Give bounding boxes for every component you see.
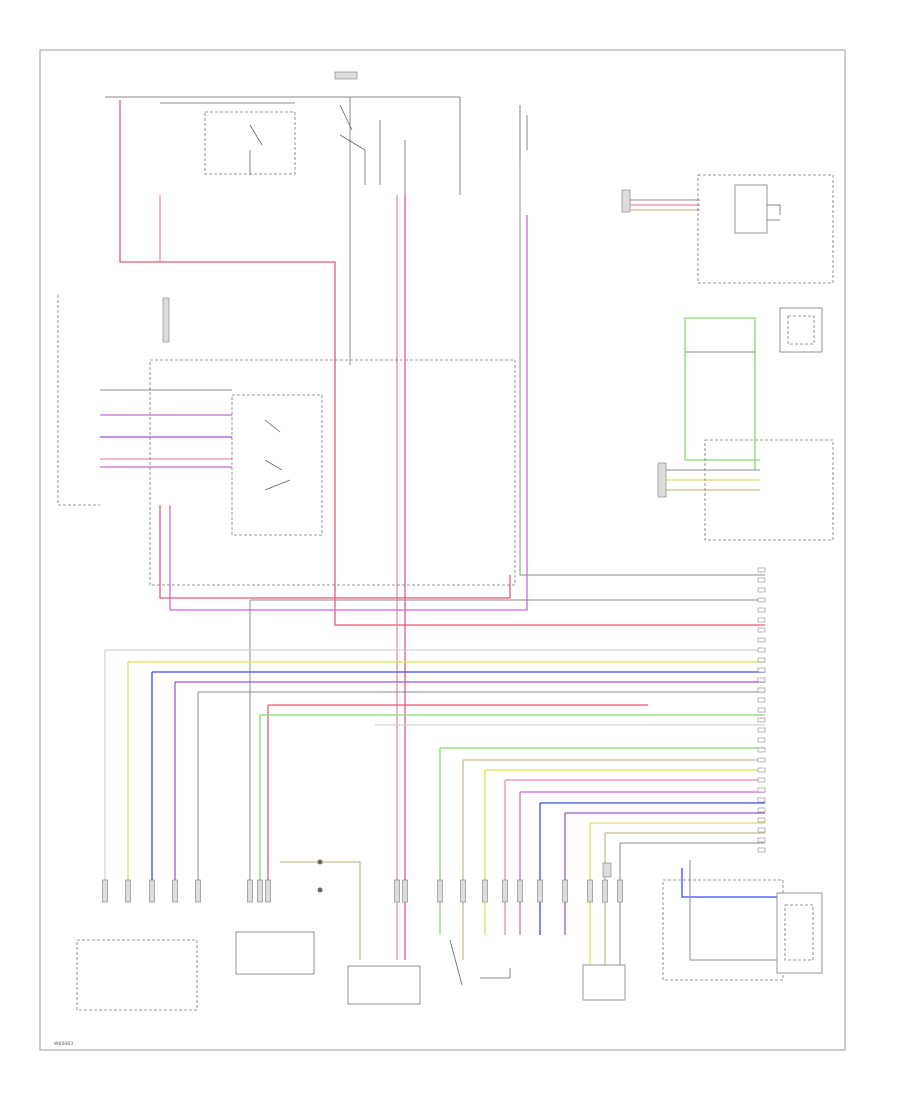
right-connector-pin <box>757 607 766 613</box>
transmission-module-box <box>704 439 834 541</box>
cluster-indicator <box>767 204 781 221</box>
right-connector-pin <box>757 717 766 723</box>
cruise-switch-contacts <box>264 419 291 491</box>
right-connector-pin <box>757 837 766 843</box>
bottom-components-group <box>76 859 823 1011</box>
clutch-sensor-box <box>347 965 421 1005</box>
ground-node-2 <box>317 887 323 893</box>
sensor-element <box>787 315 815 345</box>
engine-speed-sensor-box <box>582 964 626 1001</box>
right-connector-pin <box>757 577 766 583</box>
bottom-connector <box>537 879 543 903</box>
fuse-right-link <box>519 105 528 165</box>
accelerator-pedal-box <box>76 939 198 1011</box>
power-connector <box>334 71 358 80</box>
fuse-link <box>379 120 406 195</box>
right-connector-pin <box>757 747 766 753</box>
bottom-connector <box>437 879 443 903</box>
right-connector-pin <box>757 737 766 743</box>
bottom-connector <box>394 879 400 903</box>
bottom-connector <box>265 879 271 903</box>
clutch-switch-symbol <box>449 939 511 986</box>
wire-green-16 <box>685 317 756 470</box>
instrument-cluster-box <box>697 174 834 284</box>
right-connector-pin <box>757 787 766 793</box>
right-connector-pin <box>757 707 766 713</box>
right-connector-pin <box>757 727 766 733</box>
bottom-connector <box>247 879 253 903</box>
wire-gray-6 <box>519 165 765 576</box>
cluster-connector <box>621 189 631 213</box>
right-connector-pin <box>757 697 766 703</box>
bottom-connector <box>149 879 155 903</box>
ignition-switch-symbol <box>339 104 366 185</box>
bottom-connector <box>602 879 608 903</box>
instrument-cluster-group <box>621 174 834 284</box>
right-connector-pin <box>757 587 766 593</box>
right-connector-pin <box>757 847 766 853</box>
right-connector-pin <box>757 627 766 633</box>
engine-speed-connector <box>602 862 612 878</box>
right-connector-pin <box>757 637 766 643</box>
brake-switch-box <box>235 931 315 975</box>
right-connector-pin <box>757 817 766 823</box>
right-connector-pin <box>757 807 766 813</box>
diagram-frame <box>39 49 846 1051</box>
right-connector-pin <box>757 677 766 683</box>
steering-module-group <box>57 295 516 586</box>
relay-switch-symbol <box>249 124 263 175</box>
wire-red-0 <box>119 100 765 626</box>
wire-gray-61 <box>689 860 777 961</box>
ecm-element <box>784 904 814 961</box>
bottom-connector <box>102 879 108 903</box>
wire-tan-39 <box>280 861 361 960</box>
bottom-connector <box>172 879 178 903</box>
wire-red-15 <box>159 505 511 599</box>
engine-control-frame <box>662 879 784 981</box>
bottom-connector <box>482 879 488 903</box>
wire-layer <box>100 97 777 965</box>
cruise-control-frame <box>149 359 516 586</box>
right-connector-pin <box>757 757 766 763</box>
right-connector-pin <box>757 767 766 773</box>
right-connector-pin <box>757 617 766 623</box>
bottom-connector <box>195 879 201 903</box>
power-distribution-group <box>105 71 528 195</box>
wire-green-18 <box>684 318 760 461</box>
right-connector-pin <box>757 657 766 663</box>
right-connector-pin <box>757 597 766 603</box>
footer-code: W60083 <box>54 1041 73 1047</box>
right-connector-pin <box>757 797 766 803</box>
right-connector-pin <box>757 827 766 833</box>
bottom-connector <box>587 879 593 903</box>
right-connector-pin <box>757 687 766 693</box>
bottom-connector <box>517 879 523 903</box>
bottom-connector <box>125 879 131 903</box>
right-connector-pin <box>757 567 766 573</box>
left-connector <box>162 297 170 343</box>
transmission-sensor-group <box>657 307 834 541</box>
cruise-switch-box <box>231 394 323 536</box>
bottom-connector <box>402 879 408 903</box>
trans-connector <box>657 462 667 498</box>
bottom-connector <box>257 879 263 903</box>
bottom-connector <box>502 879 508 903</box>
right-connector-pin <box>757 777 766 783</box>
wire-magenta-5 <box>169 215 528 611</box>
cluster-module <box>734 184 768 234</box>
pin-layer <box>102 567 766 903</box>
wire-blue-60 <box>681 868 777 898</box>
engine-control-module <box>776 892 823 974</box>
bottom-connector <box>460 879 466 903</box>
transmission-sensor-box <box>779 307 823 353</box>
right-connector-pin <box>757 647 766 653</box>
right-connector-pin <box>757 667 766 673</box>
ground-node-1 <box>317 859 323 865</box>
bottom-connector <box>617 879 623 903</box>
bottom-connector <box>562 879 568 903</box>
